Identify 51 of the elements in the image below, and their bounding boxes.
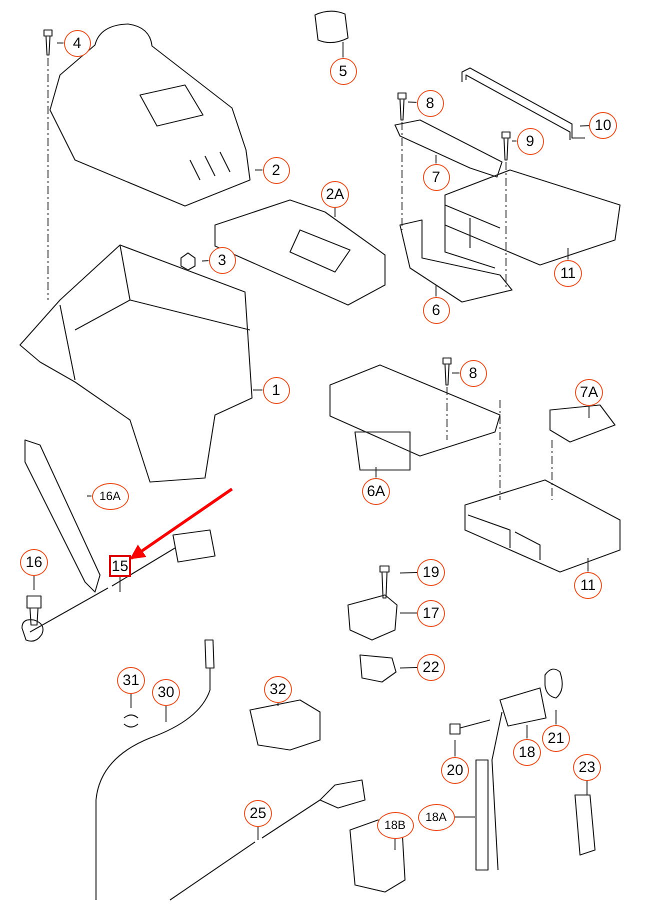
leader-line xyxy=(526,724,528,739)
leader-line xyxy=(400,666,418,668)
arrow xyxy=(130,488,233,560)
callout-number: 7A xyxy=(575,378,603,406)
callout-number: 22 xyxy=(417,654,445,680)
callout-number: 30 xyxy=(152,678,180,706)
leader-line xyxy=(408,102,418,103)
leader-line xyxy=(580,125,590,126)
leader-line xyxy=(454,816,476,818)
callout-number: 2 xyxy=(262,156,290,184)
leader-line xyxy=(334,207,336,218)
callout-number: 11 xyxy=(554,260,582,286)
callout-number: 3 xyxy=(208,246,236,274)
leader-line xyxy=(400,612,418,614)
callout-number: 18 xyxy=(513,738,541,766)
callout-number: 6 xyxy=(422,296,450,324)
callout-number: 21 xyxy=(542,724,570,752)
leader-line xyxy=(202,260,210,262)
callout-number: 18A xyxy=(418,804,454,830)
callout-number: 9 xyxy=(516,128,544,154)
callout-number: 32 xyxy=(264,676,292,702)
callout-number: 16A xyxy=(92,482,128,510)
callout-number: 10 xyxy=(589,112,617,138)
callout-number: 25 xyxy=(244,800,272,826)
callout-number: 23 xyxy=(573,754,601,780)
leader-line xyxy=(394,838,396,850)
callout-number: 4 xyxy=(64,30,90,56)
leader-line xyxy=(342,42,344,58)
callout-number: 16 xyxy=(20,548,48,576)
highlighted-callout-number: 15 xyxy=(109,555,131,577)
callout-number: 8 xyxy=(460,360,486,386)
leader-line xyxy=(452,372,460,374)
callout-number: 7 xyxy=(422,164,450,190)
leader-line xyxy=(588,405,590,418)
callout-number: 20 xyxy=(441,756,469,784)
leader-line xyxy=(512,140,517,142)
leader-line xyxy=(130,693,132,708)
callout-number: 19 xyxy=(417,558,445,586)
callout-number: 11 xyxy=(574,572,602,598)
callout-number: 1 xyxy=(262,376,290,404)
callout-number: 31 xyxy=(117,666,145,694)
callout-number: 17 xyxy=(417,600,445,626)
callout-number: 5 xyxy=(330,58,356,84)
leader-line xyxy=(586,780,588,796)
callout-number: 2A xyxy=(321,180,349,208)
leader-line xyxy=(400,572,418,574)
callout-number: 8 xyxy=(416,90,444,116)
leader-line xyxy=(454,740,456,757)
leader-line xyxy=(56,42,64,44)
callout-number: 6A xyxy=(362,478,390,504)
callout-number: 18B xyxy=(376,812,414,838)
